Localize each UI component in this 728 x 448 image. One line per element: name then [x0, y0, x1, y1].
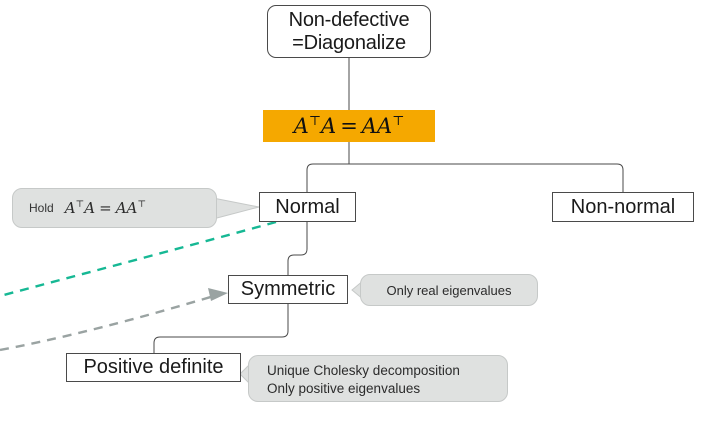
- equation-right-transpose: ⊤: [392, 114, 405, 129]
- edge-normal-to-symmetric: [287, 222, 308, 275]
- callout-hold-left-base: A: [64, 199, 76, 217]
- node-normal-label: Normal: [275, 195, 340, 218]
- callout-positive-definite-line2: Only positive eigenvalues: [267, 380, 421, 396]
- callout-hold: Hold A⊤A=AA⊤: [12, 188, 217, 228]
- equation-left-base: A: [293, 114, 309, 138]
- equation-left-transpose: ⊤: [308, 114, 322, 129]
- callout-positive-definite-note: Unique Cholesky decomposition Only posit…: [248, 355, 508, 402]
- gray-dashed-arrowhead: [208, 288, 228, 301]
- callout-symmetric-note: Only real eigenvalues: [360, 274, 538, 306]
- callout-hold-equation: A⊤A=AA⊤: [65, 199, 146, 217]
- node-symmetric[interactable]: Symmetric: [228, 275, 348, 304]
- node-normal[interactable]: Normal: [259, 192, 356, 222]
- callout-hold-label: Hold: [29, 201, 54, 215]
- equation-right-base: A: [376, 114, 393, 138]
- equation-right-first: A: [361, 114, 377, 138]
- node-positive-definite-label: Positive definite: [83, 356, 224, 379]
- callout-hold-left-second: A: [84, 199, 96, 217]
- hold-callout-tail: [212, 197, 260, 220]
- node-non-normal-label: Non-normal: [570, 195, 676, 218]
- callout-hold-right-base: A: [126, 199, 138, 217]
- callout-symmetric-note-text: Only real eigenvalues: [386, 282, 512, 298]
- node-non-defective-line1: Non-defective: [288, 9, 410, 32]
- node-non-defective-line2: =Diagonalize: [292, 31, 406, 54]
- equation-text: A⊤A=AA⊤: [294, 114, 405, 138]
- callout-hold-left-transpose: ⊤: [75, 199, 85, 210]
- node-positive-definite[interactable]: Positive definite: [66, 353, 241, 382]
- equation-operator: =: [340, 114, 358, 138]
- equation-left-second: A: [321, 114, 337, 138]
- callout-positive-definite-line1: Unique Cholesky decomposition: [267, 363, 460, 378]
- callout-hold-right-first: A: [115, 199, 127, 217]
- node-symmetric-label: Symmetric: [240, 278, 336, 301]
- callout-hold-operator: =: [99, 199, 112, 217]
- edge-symmetric-to-positive-definite: [153, 304, 289, 353]
- node-non-defective[interactable]: Non-defective =Diagonalize: [267, 5, 431, 58]
- edge-bus-to-normal: [306, 163, 349, 192]
- node-non-normal[interactable]: Non-normal: [552, 192, 694, 222]
- gray-dashed-connector: [0, 294, 215, 352]
- node-equation-highlight[interactable]: A⊤A=AA⊤: [263, 110, 435, 142]
- callout-hold-right-transpose: ⊤: [137, 199, 147, 210]
- edge-bus-to-nonnormal: [349, 163, 624, 192]
